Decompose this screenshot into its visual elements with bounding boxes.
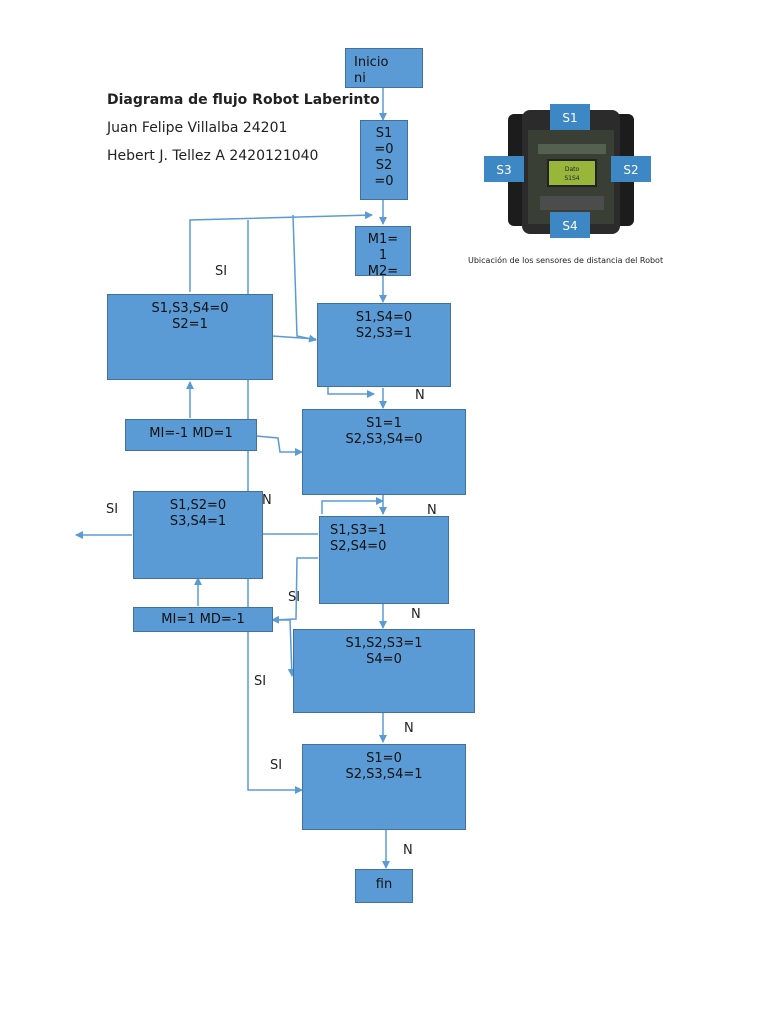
sensor-label-s2: S2	[623, 163, 638, 177]
robot-lower-board	[540, 196, 604, 210]
decision-s123-line-2: S4=0	[366, 652, 402, 667]
edge-label-n-2: N	[262, 493, 272, 508]
edge-label-si-3: SI	[288, 590, 301, 605]
sensor-label-s3: S3	[496, 163, 511, 177]
node-motor-line-3: M2=	[367, 264, 399, 276]
sensor-label-s1: S1	[562, 111, 577, 125]
node-init-line-4: =0	[374, 174, 394, 189]
edge-act2-in	[271, 557, 318, 624]
edge-act2-d4	[272, 619, 296, 677]
sensor-tag-s3	[484, 156, 524, 182]
decision-s1zero-line-1: S1=0	[366, 751, 402, 766]
decision-s14-line-1: S1,S4=0	[355, 310, 413, 325]
decision-s14-zero: S1,S4=0 S2,S3=1	[317, 303, 451, 387]
edge-loop-top	[189, 211, 373, 292]
node-end-label: fin	[375, 877, 393, 892]
edge-act1-d2	[255, 435, 303, 456]
decision-s13-one: S1,S3=1 S2,S4=0	[319, 516, 449, 604]
robot-header-pins	[538, 144, 606, 154]
decision-s1-one: S1=1 S2,S3,S4=0	[302, 409, 466, 495]
node-start-line-2: ni	[354, 71, 366, 86]
decision-s1-zero: S1=0 S2,S3,S4=1	[302, 744, 466, 830]
robot-figure: Dato S1S4 S1 S2 S3 S4	[484, 104, 651, 238]
sensor-tag-s2	[611, 156, 651, 182]
edge-label-n-4: N	[411, 607, 421, 622]
decision-s14-line-2: S2,S3=1	[355, 326, 413, 341]
node-init-line-2: =0	[374, 142, 394, 157]
edge-label-n-5: N	[404, 721, 414, 736]
node-init-line-3: S2	[375, 158, 393, 173]
decision-s134-zero: S1,S3,S4=0 S2=1	[107, 294, 273, 380]
robot-screen-line-1: Dato	[565, 166, 580, 173]
decision-s13-line-1: S1,S3=1	[330, 523, 387, 538]
decision-s13-line-2: S2,S4=0	[330, 539, 387, 554]
decision-s1one-line-1: S1=1	[366, 416, 402, 431]
action-mi-neg1-label: MI=-1 MD=1	[149, 426, 233, 441]
robot-screen-line-2: S1S4	[564, 175, 579, 182]
decision-s134-line-1: S1,S3,S4=0	[151, 301, 229, 316]
node-motor-line-1: M1=	[367, 232, 399, 247]
edge-loop-left-vertical	[247, 220, 303, 794]
edge-yes-d1	[271, 335, 317, 340]
node-init-line-1: S1	[375, 126, 393, 141]
edge-loop-inner	[292, 214, 317, 343]
decision-s12-line-1: S1,S2=0	[169, 498, 227, 513]
action-mi-1-md-neg1: MI=1 MD=-1	[133, 607, 273, 632]
action-mi-1-label: MI=1 MD=-1	[161, 612, 245, 627]
decision-s123-one: S1,S2,S3=1 S4=0	[293, 629, 475, 713]
decision-s12-line-2: S3,S4=1	[169, 514, 227, 529]
robot-caption: Ubicación de los sensores de distancia d…	[468, 256, 664, 265]
action-mi-neg1-md-1: MI=-1 MD=1	[125, 419, 257, 451]
decision-s134-line-2: S2=1	[172, 317, 208, 332]
edge-label-n-3: N	[427, 503, 437, 518]
decision-s12-zero: S1,S2=0 S3,S4=1	[133, 491, 263, 579]
diagram-title: Diagrama de flujo Robot Laberinto	[107, 92, 380, 108]
decision-s123-line-1: S1,S2,S3=1	[345, 636, 423, 651]
edge-label-si-4: SI	[254, 674, 267, 689]
node-start-line-1: Inicio	[354, 55, 389, 70]
edge-label-n-1: N	[415, 388, 425, 403]
node-end: fin	[355, 869, 413, 903]
edge-label-si-2: SI	[106, 502, 119, 517]
robot-screen	[547, 159, 597, 187]
node-init-sensors: S1 =0 S2 =0	[360, 120, 408, 200]
sensor-tag-s1	[550, 104, 590, 130]
edge-label-si-5: SI	[270, 758, 283, 773]
node-motor-line-2: 1	[378, 248, 388, 263]
sensor-label-s4: S4	[562, 219, 577, 233]
node-init-motors: M1= 1 M2=	[355, 226, 411, 276]
edge-d3-top-loop	[321, 497, 384, 514]
edge-label-n-6: N	[403, 843, 413, 858]
author-1: Juan Felipe Villalba 24201	[107, 120, 288, 136]
edge-d1-small-loop	[327, 386, 375, 398]
edge-label-si-1: SI	[215, 264, 228, 279]
sensor-tag-s4	[550, 212, 590, 238]
decision-s1zero-line-2: S2,S3,S4=1	[345, 767, 423, 782]
decision-s1one-line-2: S2,S3,S4=0	[345, 432, 423, 447]
author-2: Hebert J. Tellez A 2420121040	[107, 148, 319, 164]
node-start: Inicio ni	[345, 48, 423, 88]
